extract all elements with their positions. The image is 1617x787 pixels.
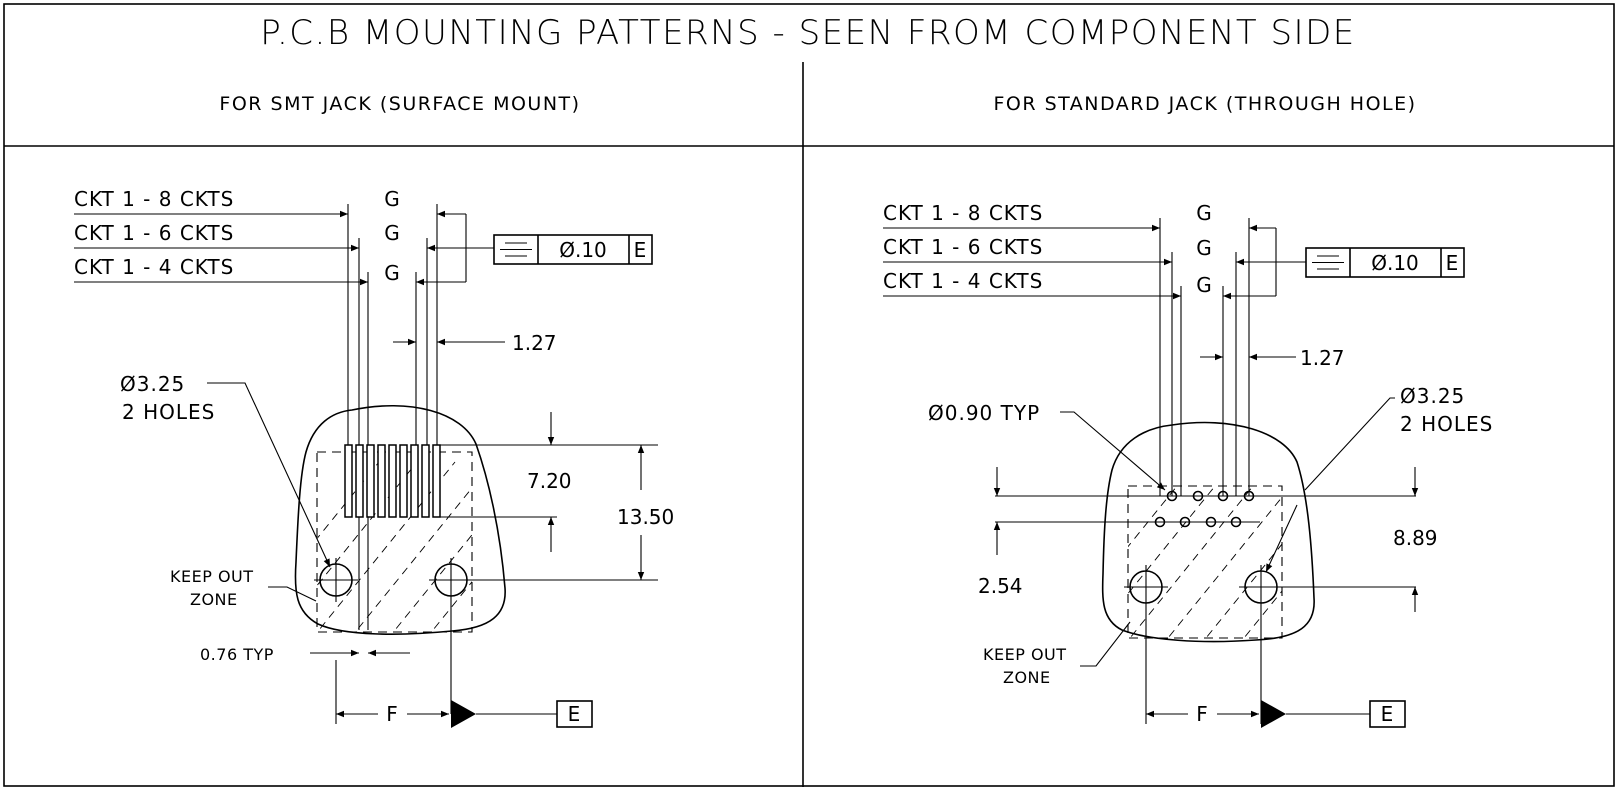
th-hole-count: 2 HOLES [1400, 412, 1493, 436]
th-ckt-4-label: CKT 1 - 4 CKTS [883, 269, 1043, 293]
th-tolerance-frame: Ø.10 E [1305, 247, 1465, 278]
symmetry-icon [1312, 255, 1344, 270]
pin-hole [1166, 490, 1178, 502]
smt-keep-out-line1: KEEP OUT [170, 567, 254, 586]
smt-pad [421, 444, 430, 518]
pin-hole [1217, 490, 1229, 502]
th-datum-label: E [1381, 702, 1394, 726]
smt-pad-array [344, 444, 441, 518]
smt-tolerance-frame: Ø.10 E [493, 234, 653, 265]
smt-g-label-8: G [384, 187, 400, 211]
th-hole-diameter: Ø3.25 [1400, 384, 1465, 408]
page-title: P.C.B MOUNTING PATTERNS - SEEN FROM COMP… [260, 13, 1356, 53]
th-keep-out-zone [1127, 485, 1283, 639]
smt-hole-diameter: Ø3.25 [120, 372, 185, 396]
symmetry-icon [500, 242, 532, 257]
th-keep-out-line1: KEEP OUT [983, 645, 1067, 664]
smt-pad [344, 444, 353, 518]
smt-hole-count: 2 HOLES [122, 400, 215, 424]
smt-ckt-6-label: CKT 1 - 6 CKTS [74, 221, 234, 245]
smt-f-dimension: F E [335, 660, 593, 728]
th-keep-out-callout: KEEP OUT ZONE [983, 621, 1131, 687]
pin-hole [1205, 516, 1217, 528]
smt-heading: FOR SMT JACK (SURFACE MOUNT) [219, 93, 580, 115]
pin-hole [1243, 490, 1255, 502]
through-hole-panel: FOR STANDARD JACK (THROUGH HOLE) CKT 1 -… [883, 93, 1493, 728]
pin-hole [1192, 490, 1204, 502]
th-pitch-dimension: 1.27 [1200, 346, 1345, 370]
th-datum-triangle [1261, 700, 1286, 728]
smt-datum-label: E [568, 702, 581, 726]
th-g-label-6: G [1196, 236, 1212, 260]
smt-jack-outline [294, 404, 506, 635]
th-ckt-8-label: CKT 1 - 8 CKTS [883, 201, 1043, 225]
th-f-dimension: F E [1146, 700, 1406, 728]
th-pin-hole-label: Ø0.90 TYP [928, 401, 1040, 425]
smt-keep-out-line2: ZONE [190, 590, 238, 609]
smt-pad [377, 444, 386, 518]
th-height-label: 8.89 [1393, 526, 1438, 550]
smt-tolerance-datum: E [634, 238, 647, 262]
smt-pad [432, 444, 441, 518]
smt-pad [410, 444, 419, 518]
th-hole-callout: Ø3.25 2 HOLES [1265, 384, 1493, 573]
smt-pad [366, 444, 375, 518]
th-vertical-dimensions: 2.54 8.89 [978, 467, 1438, 612]
th-jack-outline [1101, 421, 1315, 643]
th-ckt-6-label: CKT 1 - 6 CKTS [883, 235, 1043, 259]
smt-pad [388, 444, 397, 518]
th-f-label: F [1196, 702, 1208, 726]
smt-ckt-8-label: CKT 1 - 8 CKTS [74, 187, 234, 211]
smt-hole-callout: Ø3.25 2 HOLES [120, 372, 331, 568]
th-heading: FOR STANDARD JACK (THROUGH HOLE) [993, 93, 1416, 115]
pin-hole [1154, 516, 1166, 528]
smt-pitch-label: 1.27 [512, 331, 557, 355]
smt-pad [355, 444, 364, 518]
pin-hole [1179, 516, 1191, 528]
smt-pitch-dimension: 1.27 [393, 331, 557, 355]
smt-pad [399, 444, 408, 518]
smt-vertical-dimensions: 7.20 13.50 [437, 412, 674, 580]
smt-datum-triangle [451, 700, 476, 728]
th-g-label-4: G [1196, 273, 1212, 297]
smt-g-label-4: G [384, 261, 400, 285]
smt-keep-out-callout: KEEP OUT ZONE [170, 567, 317, 609]
smt-pad-width-dimension: 0.76 TYP [200, 645, 410, 664]
smt-mounting-holes [314, 558, 658, 714]
th-pitch-label: 1.27 [1300, 346, 1345, 370]
th-pin-hole-callout: Ø0.90 TYP [928, 401, 1166, 491]
smt-f-label: F [386, 702, 398, 726]
th-row-spacing-label: 2.54 [978, 574, 1023, 598]
th-g-dimensions: G G G [883, 201, 1306, 496]
drawing-frame [3, 3, 1615, 787]
smt-height-label: 13.50 [617, 505, 674, 529]
smt-pad-width-label: 0.76 TYP [200, 645, 274, 664]
th-g-label-8: G [1196, 201, 1212, 225]
th-mounting-holes [1124, 565, 1416, 724]
smt-g-label-6: G [384, 221, 400, 245]
th-tolerance-value: Ø.10 [1371, 251, 1419, 275]
th-pin-hole-array [995, 490, 1416, 528]
pin-hole [1230, 516, 1242, 528]
smt-panel: FOR SMT JACK (SURFACE MOUNT) CKT 1 - 8 C… [74, 93, 674, 728]
th-keep-out-line2: ZONE [1003, 668, 1051, 687]
smt-pad-length-label: 7.20 [527, 469, 572, 493]
smt-tolerance-value: Ø.10 [559, 238, 607, 262]
smt-ckt-4-label: CKT 1 - 4 CKTS [74, 255, 234, 279]
th-tolerance-datum: E [1446, 251, 1459, 275]
